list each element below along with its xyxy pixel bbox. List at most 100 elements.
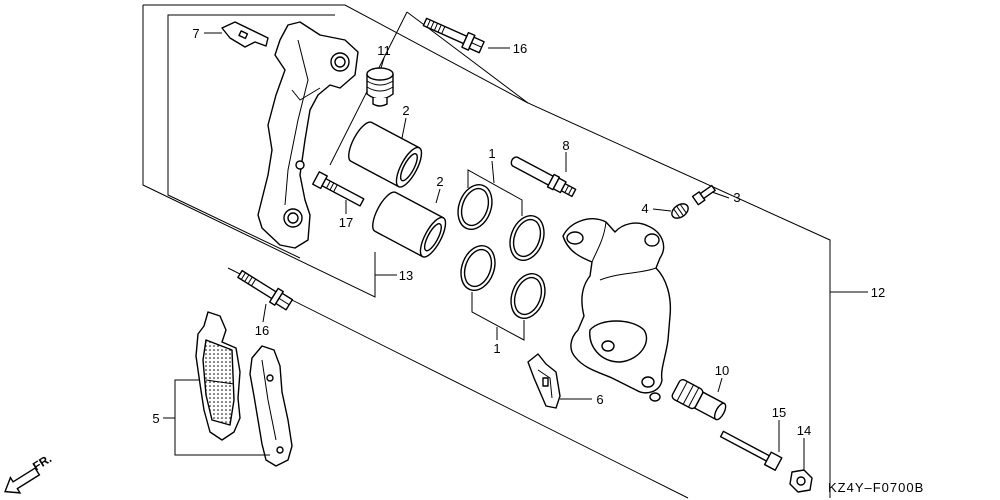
callout-3: 3	[733, 190, 740, 205]
thread-line	[326, 180, 331, 189]
boot-rib	[682, 384, 694, 405]
pad-groove	[205, 379, 235, 385]
leader-10	[717, 377, 723, 393]
caliper-assembly-boundary	[406, 11, 831, 498]
callout-1-lower: 1	[493, 341, 500, 356]
arrow-shape	[4, 467, 41, 494]
seal-inner-ring	[513, 276, 543, 316]
cap-rib	[673, 208, 681, 218]
cap-rib	[679, 204, 687, 214]
bracket-small-hole	[295, 160, 305, 170]
caliper-bracket	[257, 21, 359, 249]
bracket-outline	[257, 21, 359, 249]
pad-backing-plate	[249, 345, 293, 467]
leader-2-upper	[401, 117, 407, 139]
thread-line	[430, 21, 435, 30]
thread-line	[329, 182, 335, 191]
slide-pin	[510, 156, 577, 198]
bolt-head	[763, 451, 783, 471]
thread-line	[333, 184, 338, 193]
bleeder-valve	[691, 184, 716, 206]
seal-inner-ring	[512, 218, 542, 258]
leader-1-lower-bracket	[471, 292, 525, 341]
brake-pad-inner	[195, 311, 241, 441]
caliper-pin-bore	[566, 231, 584, 245]
callout-15: 15	[772, 405, 786, 420]
brake-pad-outer	[249, 345, 293, 467]
mounting-bolt-lower	[237, 269, 294, 311]
pad-spring	[527, 353, 561, 409]
diagram-code: KZ4Y–F0700B	[828, 480, 924, 495]
pin-bolt-long	[719, 430, 783, 471]
dust-seal	[460, 245, 496, 291]
pin-thread	[560, 182, 577, 198]
leader-4	[652, 208, 672, 212]
callout-17: 17	[339, 215, 353, 230]
bracket-upper-hole-inner	[334, 56, 346, 68]
thread-line	[437, 24, 442, 33]
callout-13: 13	[399, 268, 413, 283]
thread-line	[441, 26, 446, 34]
caliper-assembly-boundary-bottom	[227, 267, 689, 499]
bolt-head-edge	[278, 297, 290, 306]
thread-line	[251, 278, 257, 287]
piston-upper	[348, 121, 423, 188]
thread-line	[247, 276, 253, 285]
callout-4: 4	[641, 201, 648, 216]
spring-fold	[537, 369, 553, 399]
caliper-bore-outline	[589, 320, 648, 363]
pad-edge	[261, 359, 277, 441]
callout-11: 11	[377, 43, 391, 58]
boot-sleeve-end	[713, 402, 727, 421]
callout-14: 14	[797, 423, 811, 438]
caliper-body-edge	[599, 267, 657, 281]
inner-boundary	[167, 14, 335, 259]
pad-tab-hole	[276, 446, 284, 454]
leader-lines	[163, 32, 868, 470]
caliper-body	[562, 218, 672, 402]
callout-10: 10	[715, 363, 729, 378]
nut-hole	[796, 476, 806, 486]
dust-seal	[510, 273, 546, 319]
bleeder-nipple	[699, 184, 716, 200]
thread-line	[244, 274, 250, 282]
piston-bore	[423, 223, 442, 252]
caliper-upper-lug-hole	[644, 233, 660, 247]
front-direction-indicator: FR.	[4, 451, 54, 494]
leader-2-lower	[435, 188, 441, 204]
callout-2-upper: 2	[402, 103, 409, 118]
bolt-head-edge	[471, 42, 482, 48]
piston-seal	[457, 184, 493, 230]
callout-1-upper: 1	[488, 146, 495, 161]
retainer-clip	[221, 21, 269, 48]
pad-friction-material	[202, 339, 235, 426]
mounting-bolt-upper	[422, 17, 485, 54]
boot-rib	[676, 381, 688, 402]
caliper-body-edge	[591, 221, 607, 263]
bracket-rib	[284, 39, 309, 206]
leader-16-lower	[262, 303, 267, 323]
bolt-shaft	[237, 269, 277, 300]
callout-16-lower: 16	[255, 323, 269, 338]
bracket-lower-hole-inner	[287, 212, 299, 224]
caliper-lower-boss	[649, 392, 661, 402]
thread-line	[433, 23, 439, 31]
caliper-lower-lug-hole	[641, 376, 655, 388]
piston-lower	[372, 191, 447, 258]
leader-1-upper-stem	[491, 160, 495, 184]
seal-inner-ring	[460, 187, 490, 227]
callout-5: 5	[152, 411, 159, 426]
pin-shaft	[510, 156, 554, 186]
leader-1-upper-bracket	[467, 169, 523, 216]
bolt-shaft	[422, 17, 468, 45]
slide-pin-boot	[671, 378, 727, 421]
pad-tab-hole	[266, 374, 274, 382]
caliper-small-bore	[601, 340, 615, 352]
clip-slot	[238, 30, 249, 40]
pin-bolt	[312, 171, 365, 207]
thread-line	[564, 185, 570, 193]
boot-top	[366, 67, 394, 81]
bolt-shaft	[719, 430, 771, 462]
bracket-edge-detail	[291, 87, 321, 101]
